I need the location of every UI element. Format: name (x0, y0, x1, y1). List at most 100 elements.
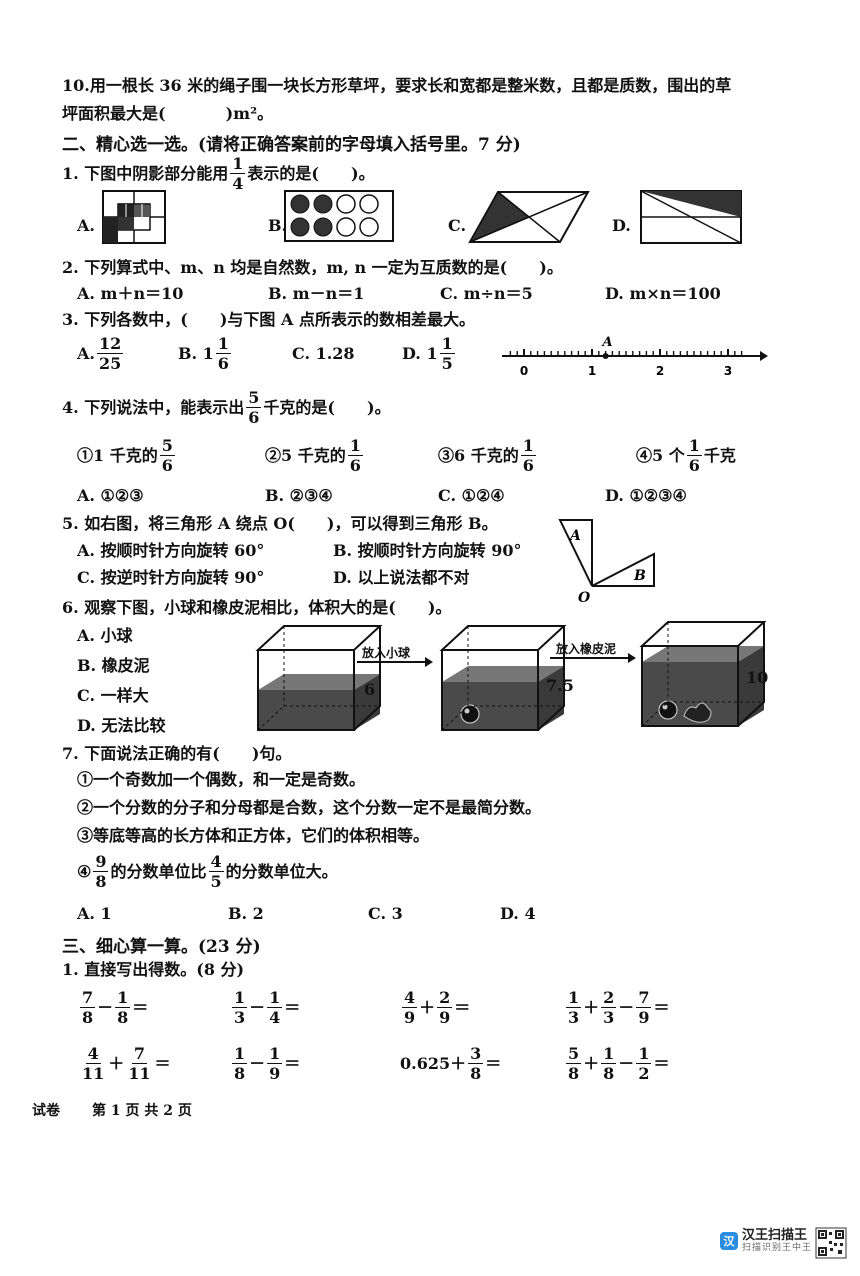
s2q4-opt-a[interactable]: A. ①②③ (77, 486, 144, 505)
s2q6-opt-a[interactable]: A. 小球 (77, 626, 133, 645)
numerator: 2 (601, 988, 617, 1008)
number-line-ticks (509, 349, 743, 356)
s2q7-opt-c[interactable]: C. 3 (368, 904, 403, 923)
numerator: 7 (636, 988, 652, 1008)
decimal-term: 0.625＋ (400, 1053, 467, 1073)
denominator: 11 (82, 1064, 105, 1083)
s2q5-opt-a[interactable]: A. 按顺时针方向旋转 60° (77, 541, 265, 560)
s2q1-opt-b-label: B. (268, 216, 288, 235)
s2q7-opt-b[interactable]: B. 2 (228, 904, 264, 923)
level-label-3: 10 (746, 668, 769, 687)
numerator: 9 (93, 852, 109, 872)
s2q1-opt-c-label: C. (448, 216, 467, 235)
equals-sign: ＝ (154, 1053, 171, 1073)
numerator: 1 (347, 436, 363, 456)
operator: ＋ (108, 1053, 125, 1073)
s2q6-opt-b[interactable]: B. 橡皮泥 (77, 656, 150, 675)
numerator: 1 (636, 1044, 652, 1064)
denominator: 25 (98, 354, 122, 373)
statement-pre: ④ (77, 861, 92, 881)
s2q4-opt-b[interactable]: B. ②③④ (265, 486, 333, 505)
container-1 (255, 625, 383, 731)
item-pre: ①1 千克的 (77, 445, 158, 465)
s2q7-opt-a[interactable]: A. 1 (77, 904, 112, 923)
equals-sign: ＝ (284, 997, 301, 1017)
s2q4-post: 千克的是( )。 (263, 397, 391, 417)
s2q7-opt-d[interactable]: D. 4 (500, 904, 536, 923)
s2q4-opt-c[interactable]: C. ①②④ (438, 486, 505, 505)
number-line: 0 1 2 3 A (502, 335, 768, 378)
denominator: 8 (117, 1008, 129, 1027)
figure-b-circles (284, 190, 394, 242)
s2q5-stem: 5. 如右图，将三角形 A 绕点 O( )，可以得到三角形 B。 (62, 514, 498, 533)
s2q5-opt-d[interactable]: D. 以上说法都不对 (333, 568, 470, 587)
numerator: 1 (232, 988, 248, 1008)
q10-line1: 10.用一根长 36 米的绳子围一块长方形草坪，要求长和宽都是整米数，且都是质数… (62, 76, 732, 95)
denominator: 3 (568, 1008, 580, 1027)
item-post: 千克 (703, 445, 736, 465)
s2q2-opt-b[interactable]: B. m－n＝1 (268, 284, 365, 303)
operator: － (249, 1053, 266, 1073)
denominator: 8 (603, 1064, 615, 1083)
statement-mid: 的分数单位比 (110, 861, 207, 881)
operator: ＋ (419, 997, 436, 1017)
s2q5-opt-c[interactable]: C. 按逆时针方向旋转 90° (77, 568, 265, 587)
s2q4-opt-d[interactable]: D. ①②③④ (605, 486, 687, 505)
ball-icon (460, 704, 480, 724)
numerator: 4 (208, 852, 224, 872)
s2q2-opt-c[interactable]: C. m÷n＝5 (440, 284, 533, 303)
q10-line2-a: 坪面积最大是( (62, 104, 166, 123)
operator: ＋ (583, 997, 600, 1017)
denominator: 4 (269, 1008, 281, 1027)
numerator: 1 (230, 154, 246, 174)
s2q6-opt-d[interactable]: D. 无法比较 (77, 716, 166, 735)
numerator: 1 (267, 1044, 283, 1064)
s2q5-opt-b[interactable]: B. 按顺时针方向旋转 90° (333, 541, 522, 560)
axis-label-1: 1 (588, 364, 596, 378)
equals-sign: ＝ (132, 997, 149, 1017)
triangle-a (558, 519, 593, 587)
numerator: 5 (159, 436, 175, 456)
point-a-label: A (601, 335, 613, 350)
numerator: 1 (215, 334, 231, 354)
section2-title: 二、精心选一选。(请将正确答案前的字母填入括号里。7 分) (62, 135, 521, 155)
operator: ＋ (583, 1053, 600, 1073)
denominator: 9 (439, 1008, 451, 1027)
qr-code-icon (815, 1227, 847, 1259)
s2q3-opt-c[interactable]: C. 1.28 (292, 344, 355, 363)
numerator: 2 (437, 988, 453, 1008)
s2q2-opt-d[interactable]: D. m×n＝100 (605, 284, 721, 303)
s2q2-opt-a[interactable]: A. m＋n＝10 (77, 284, 184, 303)
equals-sign: ＝ (653, 997, 670, 1017)
operator: － (97, 997, 114, 1017)
arrow-right-icon (357, 657, 433, 667)
point-o-label: O (578, 590, 591, 606)
s2q6-opt-c[interactable]: C. 一样大 (77, 686, 149, 705)
section3-title: 三、细心算一算。(23 分) (62, 937, 261, 957)
s2q7-statement-1: ①一个奇数加一个偶数，和一定是奇数。 (77, 770, 366, 789)
triangle-b (591, 552, 655, 587)
item-pre: ③6 千克的 (438, 445, 519, 465)
axis-label-0: 0 (520, 364, 528, 378)
numerator: 3 (468, 1044, 484, 1064)
denominator: 9 (638, 1008, 650, 1027)
arrow-label-2: 放入橡皮泥 (556, 642, 617, 656)
denominator: 9 (269, 1064, 281, 1083)
